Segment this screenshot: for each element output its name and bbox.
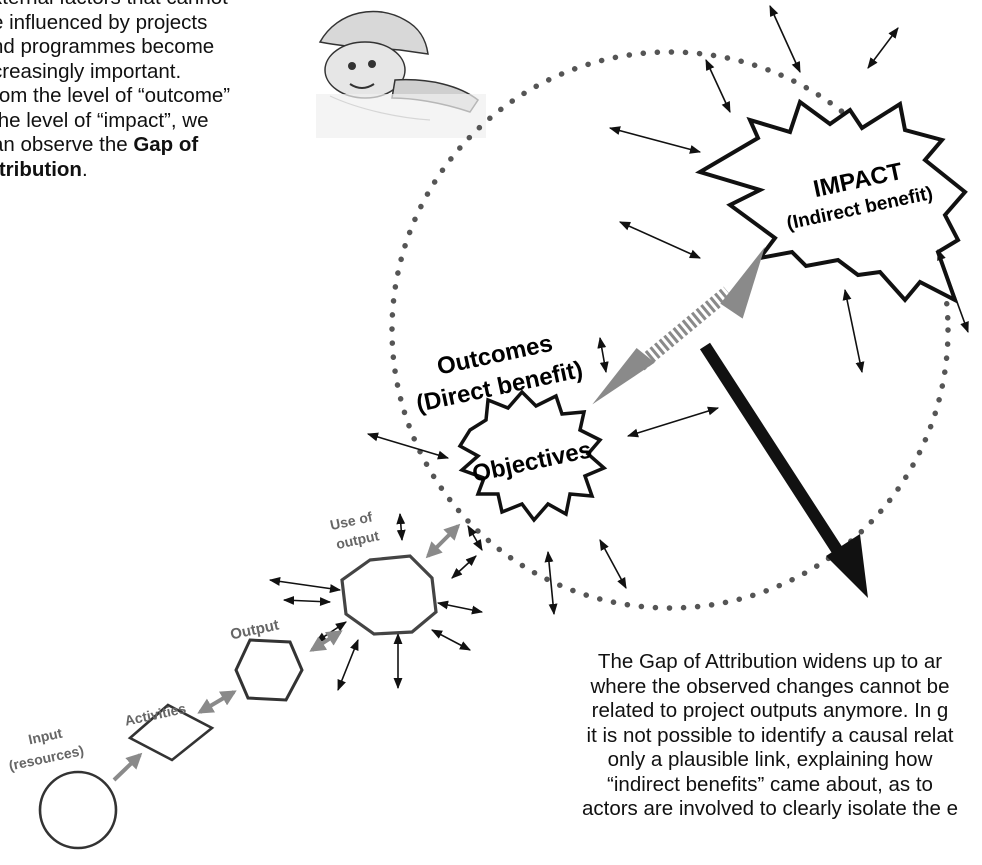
intro-line: e influenced by projects xyxy=(0,10,208,34)
widening-gap-arrow xyxy=(699,342,868,598)
use-of-output-octagon xyxy=(340,554,438,636)
intro-line: xternal factors that cannot xyxy=(0,0,228,9)
input-to-activities-arrow xyxy=(112,752,143,782)
input-label-1: Input xyxy=(27,725,64,748)
intro-line: creasingly important. xyxy=(0,59,182,83)
activities-diamond xyxy=(127,703,215,762)
intro-tail: . xyxy=(81,157,88,181)
intro-bold: ttribution xyxy=(0,157,82,181)
external-factor-arrows xyxy=(268,4,969,692)
objectives-starburst xyxy=(457,389,608,523)
intro-bold: Gap of xyxy=(133,133,199,156)
gap-arrow xyxy=(592,246,765,405)
input-circle xyxy=(38,770,118,850)
output-hexagon xyxy=(234,638,304,702)
intro-line: nd programmes become xyxy=(0,35,215,58)
intro-line: the level of “impact”, we xyxy=(0,108,209,132)
chain-arrows xyxy=(197,523,461,714)
input-label-2: (resources) xyxy=(7,742,85,774)
cartoon-figure-pointing-icon xyxy=(316,10,486,138)
intro-line: rom the level of “outcome” xyxy=(0,84,231,107)
intro-line: an observe the xyxy=(0,133,134,156)
impact-starburst xyxy=(695,98,968,305)
intro-text: xternal factors that cannot e influenced… xyxy=(0,0,312,182)
gap-of-attribution-paragraph: The Gap of Attribution widens up to ar w… xyxy=(581,650,959,820)
